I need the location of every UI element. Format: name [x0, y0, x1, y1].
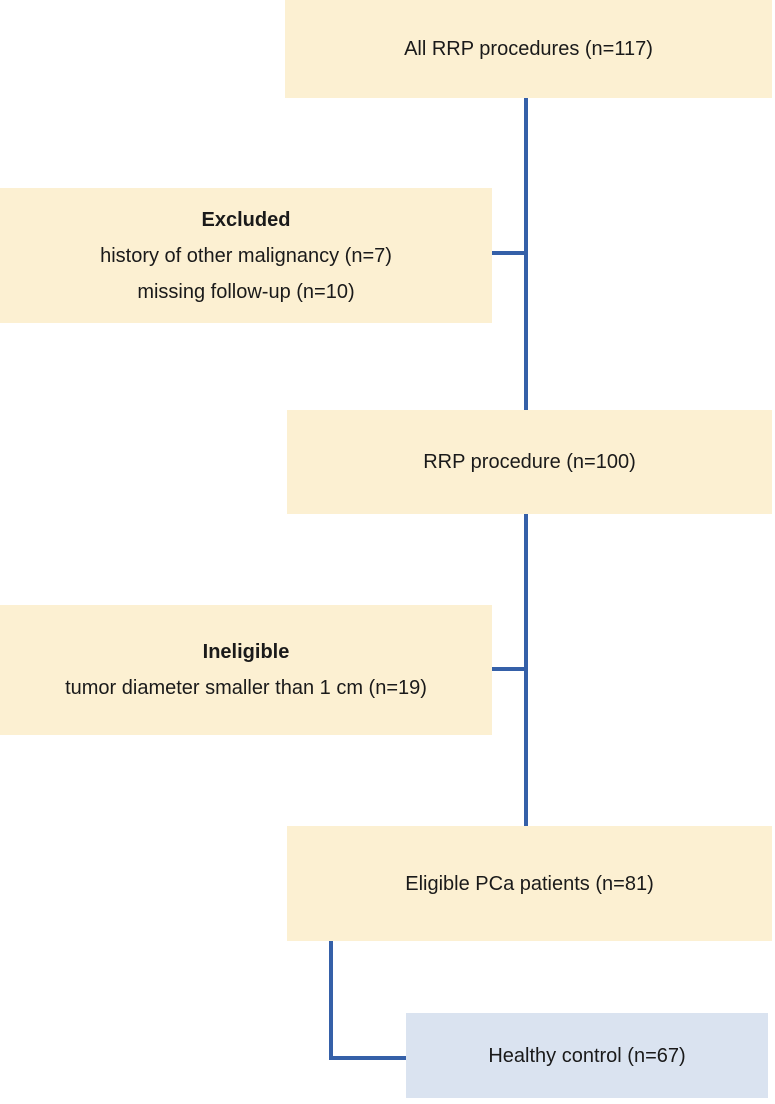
node-excluded: Excluded history of other malignancy (n=…	[0, 188, 492, 323]
connector-excluded-horizontal-line	[492, 251, 525, 255]
node-ineligible: Ineligible tumor diameter smaller than 1…	[0, 605, 492, 735]
node-healthy-control: Healthy control (n=67)	[406, 1013, 768, 1098]
connector-healthy-vertical-line	[329, 941, 333, 1060]
ineligible-reason-tumor-diameter: tumor diameter smaller than 1 cm (n=19)	[65, 677, 427, 699]
node-all-rrp-procedures: All RRP procedures (n=117)	[285, 0, 772, 98]
connector-middle-vertical-line	[524, 514, 528, 826]
connector-healthy-horizontal-line	[329, 1056, 406, 1060]
all-rrp-procedures-label: All RRP procedures (n=117)	[404, 38, 653, 60]
excluded-reason-followup: missing follow-up (n=10)	[137, 280, 355, 303]
node-eligible-pca-patients: Eligible PCa patients (n=81)	[287, 826, 772, 941]
excluded-heading: Excluded	[201, 208, 291, 231]
connector-top-vertical-line	[524, 98, 528, 410]
eligible-pca-patients-label: Eligible PCa patients (n=81)	[405, 872, 654, 895]
connector-ineligible-horizontal-line	[492, 667, 525, 671]
healthy-control-label: Healthy control (n=67)	[488, 1044, 686, 1067]
rrp-procedure-label: RRP procedure (n=100)	[423, 451, 636, 473]
excluded-reason-malignancy: history of other malignancy (n=7)	[100, 244, 392, 267]
node-rrp-procedure: RRP procedure (n=100)	[287, 410, 772, 514]
ineligible-heading: Ineligible	[202, 641, 290, 663]
